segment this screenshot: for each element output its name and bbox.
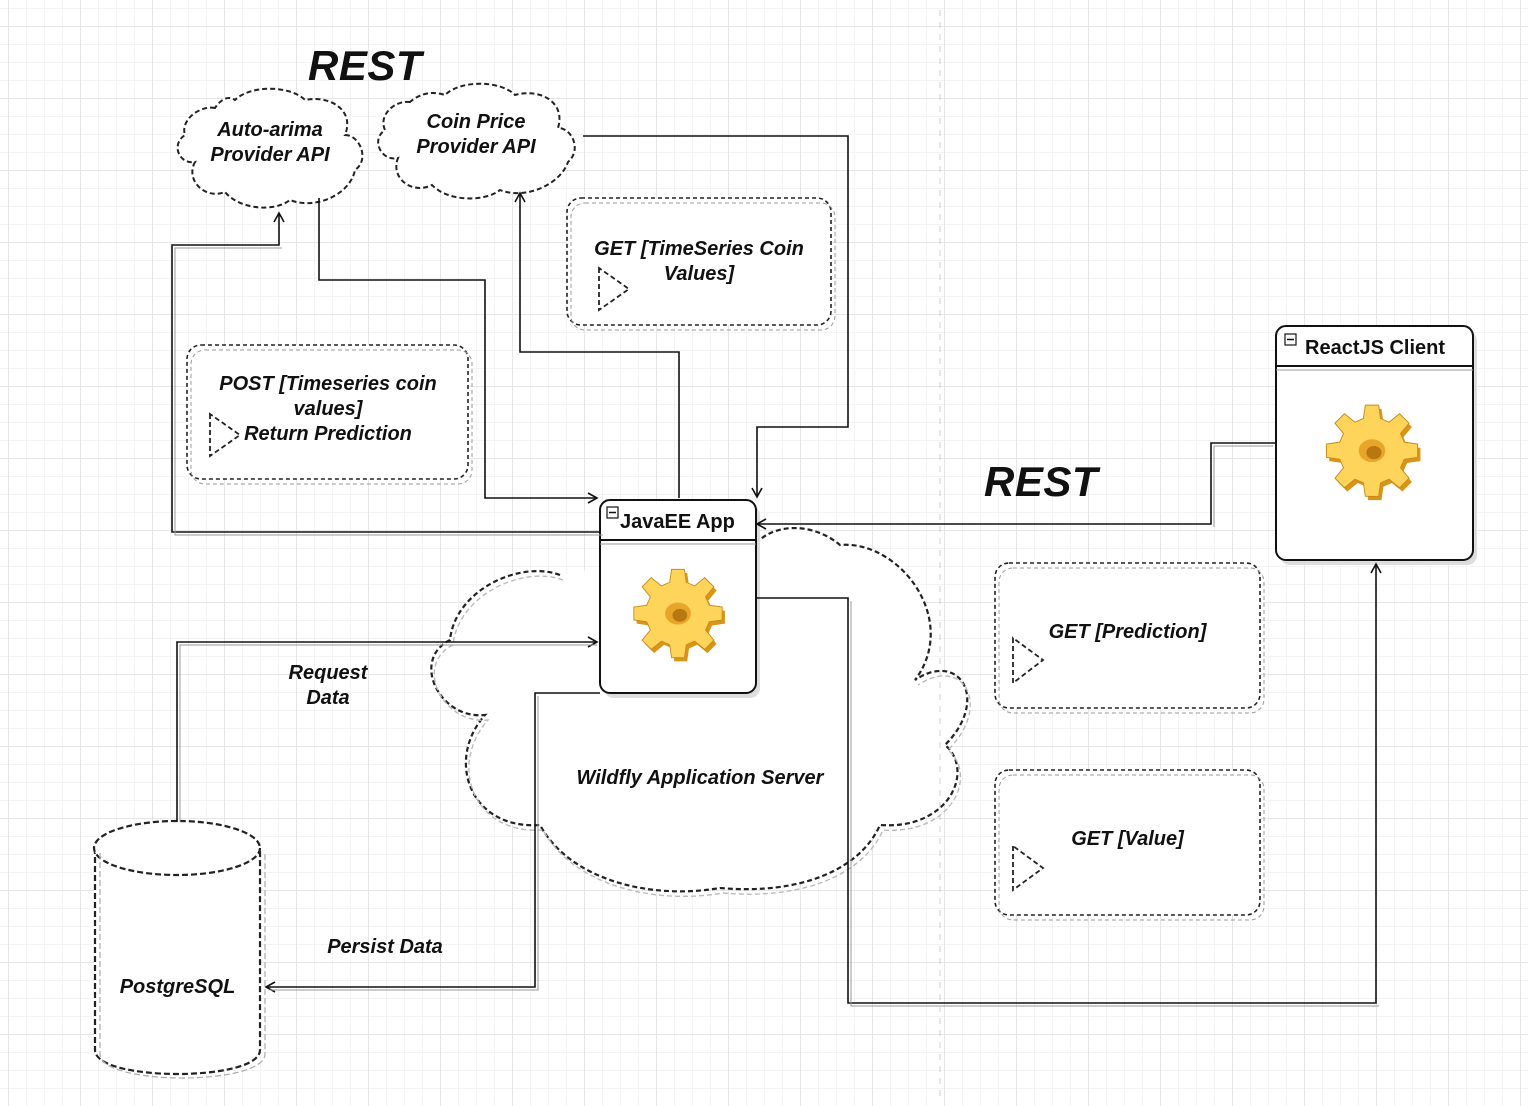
coin-price-cloud (377, 82, 576, 200)
connector-javaee-to-reactjs (757, 562, 1382, 1004)
wildfly-label: Wildfly Application Server (576, 767, 824, 789)
post-timeseries-label: POST [Timeseries coin values] Return Pre… (219, 373, 437, 445)
auto-arima-label: Auto-arima Provider API (210, 119, 330, 166)
javaee-app-title: JavaEE App (620, 511, 735, 533)
get-timeseries-label: GET [TimeSeries Coin Values] (594, 238, 804, 285)
connector-javaee-to-postgres (264, 692, 600, 993)
get-prediction-box (994, 562, 1261, 709)
javaee-app-component (599, 499, 760, 698)
postgresql-cylinder (92, 819, 266, 1079)
auto-arima-cloud (176, 87, 364, 209)
play-triangle-icon (1012, 844, 1045, 892)
reactjs-client-title: ReactJS Client (1305, 337, 1446, 359)
post-timeseries-box (186, 344, 469, 480)
play-triangle-icon (598, 266, 631, 312)
connector-postgres-to-javaee (176, 636, 599, 822)
connector-javaee-to-autoarima (171, 211, 600, 533)
get-value-label: GET [Value] (1071, 828, 1184, 850)
request-data-label: Request Data (288, 662, 368, 709)
coin-price-label: Coin Price Provider API (416, 111, 536, 158)
play-triangle-icon (1012, 636, 1045, 685)
reactjs-client-component (1275, 325, 1477, 565)
connector-autoarima-to-javaee (318, 198, 599, 504)
rest-label-top: REST (307, 42, 422, 89)
play-triangle-icon (209, 412, 242, 458)
get-value-box (994, 769, 1261, 916)
persist-data-label: Persist Data (327, 936, 443, 958)
connector-reactjs-to-javaee (755, 442, 1276, 530)
connector-javaee-to-coinprice (514, 191, 680, 498)
get-timeseries-box (566, 197, 832, 326)
rest-label-right: REST (983, 458, 1098, 505)
postgresql-label: PostgreSQL (119, 976, 236, 998)
get-prediction-label: GET [Prediction] (1048, 621, 1207, 643)
connector-coinprice-to-javaee (583, 135, 849, 499)
